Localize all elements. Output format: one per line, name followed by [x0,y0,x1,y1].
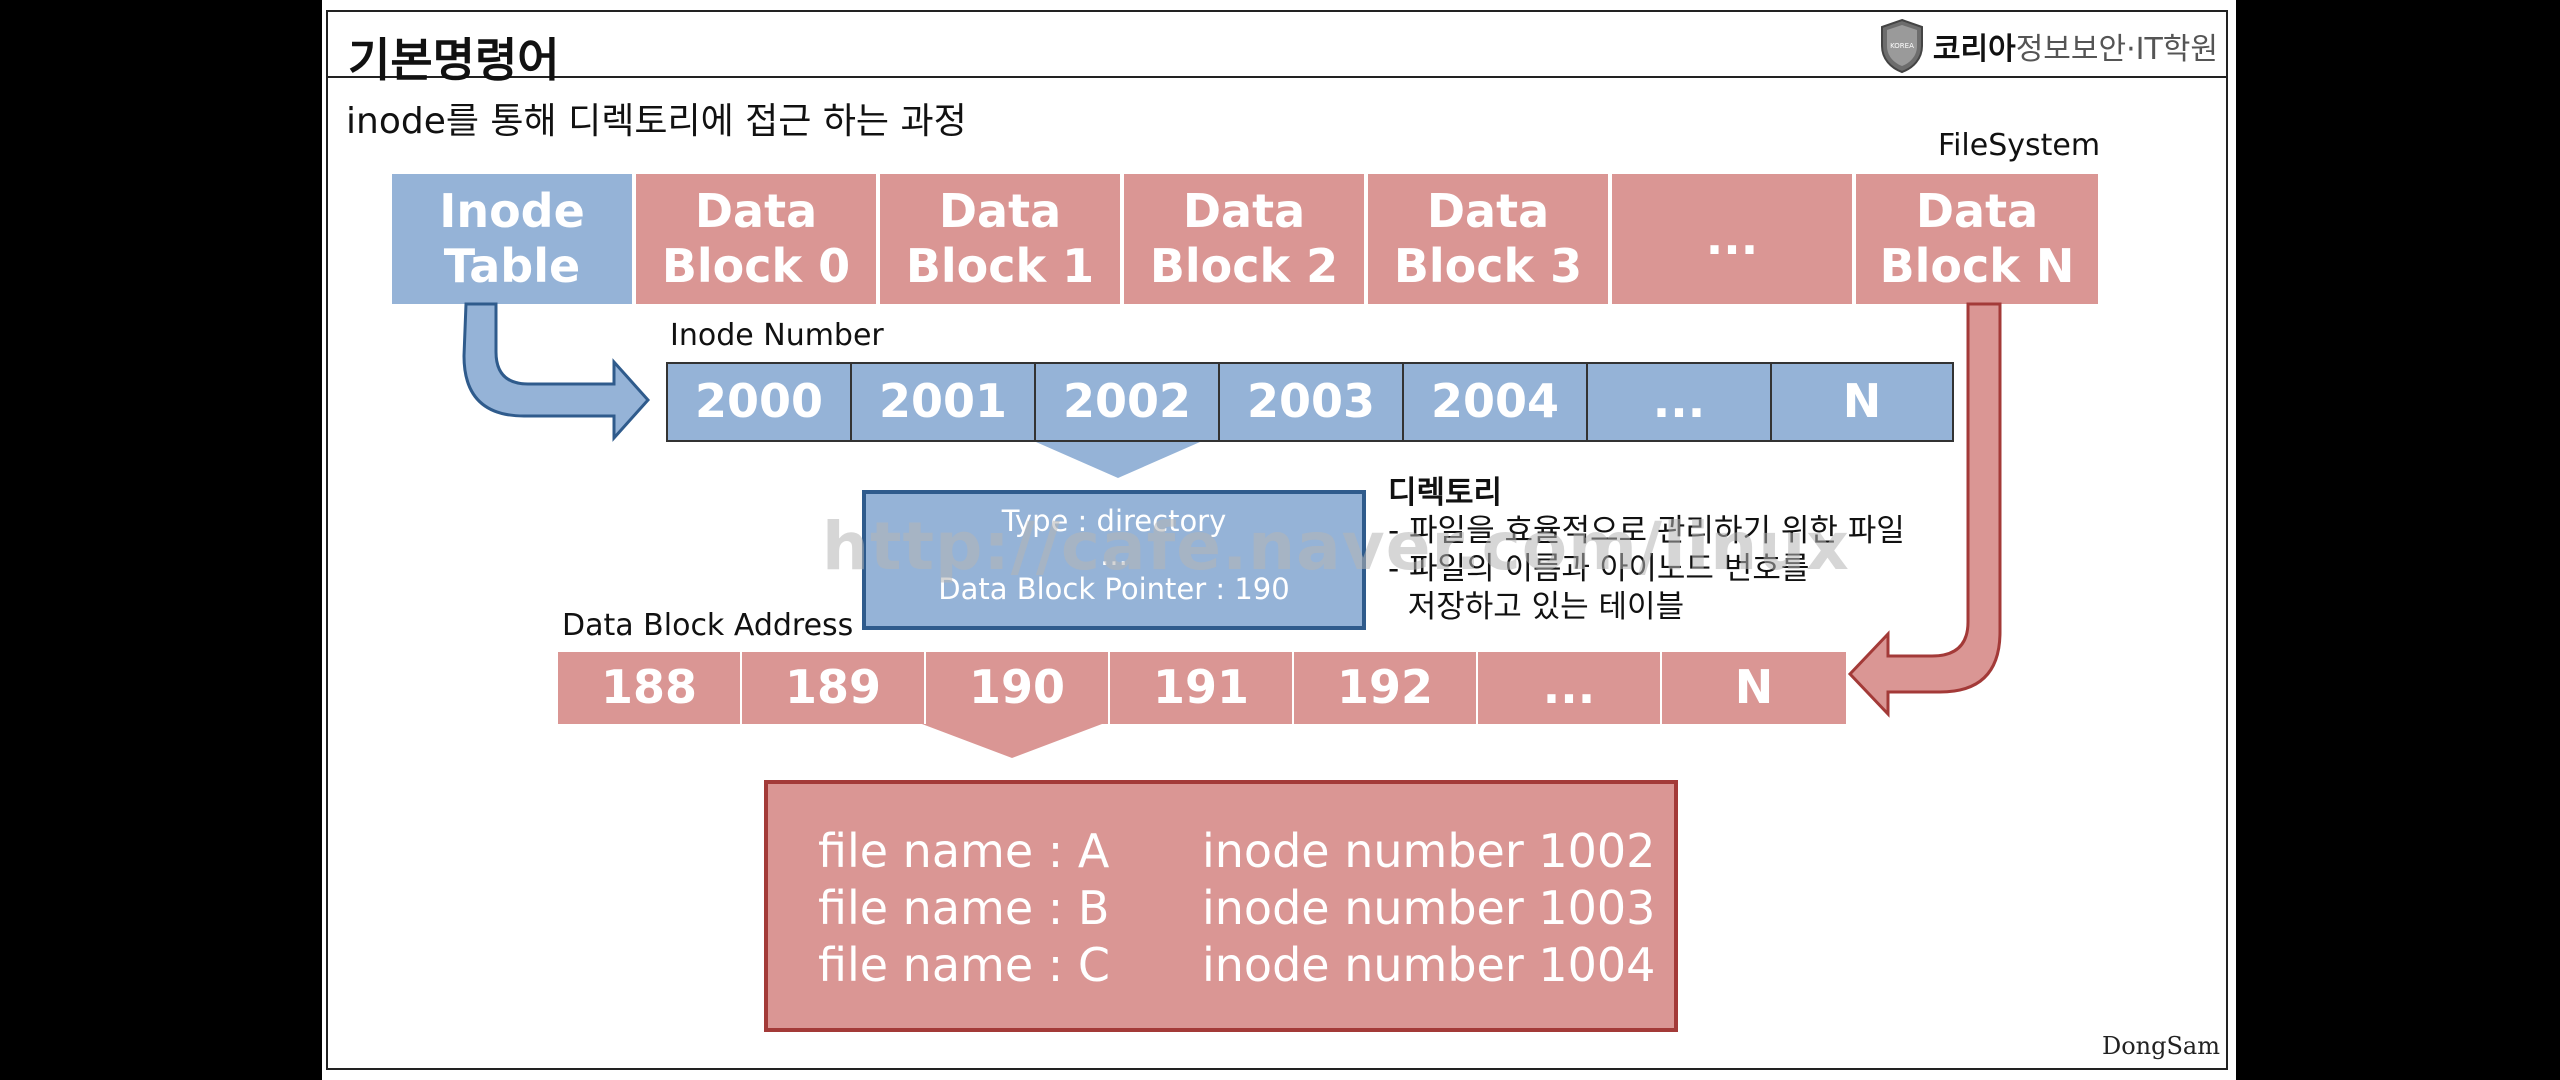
pointer-triangle-2002 [1036,442,1200,478]
directory-description: 디렉토리 - 파일을 효율적으로 관리하기 위한 파일 - 파일의 이름과 아이… [1388,474,1905,626]
address-cell: ... [1478,652,1662,724]
cell-label: ... [1705,211,1759,266]
directory-entries-box: file name : A inode number 1002 file nam… [764,780,1678,1032]
inode-number-cell: N [1770,362,1954,442]
page-title: 기본명령어 [348,33,560,87]
data-block-cell: Data Block 1 [880,174,1120,304]
directory-entry: file name : C inode number 1004 [768,938,1674,995]
inode-type: Type : directory [1001,504,1227,538]
entry-inode-number: inode number 1003 [1202,881,1656,935]
data-block-cell: ... [1612,174,1852,304]
pointer-triangle-190 [922,724,1102,758]
inode-number-cell: 2002 [1034,362,1218,442]
entry-inode-number: inode number 1004 [1202,938,1656,992]
description-line: - 파일을 효율적으로 관리하기 위한 파일 [1388,513,1905,549]
inode-number-cell: 2004 [1402,362,1586,442]
address-cell: 188 [558,652,742,724]
inode-number-label: Inode Number [670,318,884,353]
entry-file-name: file name : C [818,938,1110,992]
flow-arrows [462,302,2002,758]
directory-inode-box: Type : directory ... Data Block Pointer … [862,490,1366,630]
cell-label: Data Block N [1879,183,2075,293]
cell-label: Data Block 2 [1149,183,1339,293]
inode-table-cell: Inode Table [392,174,632,304]
address-cell: 189 [742,652,926,724]
inode-number-cell: ... [1586,362,1770,442]
description-line: - 파일의 이름과 아이노드 번호를 [1388,551,1810,587]
directory-entry: file name : B inode number 1003 [768,881,1674,938]
author-signature: DongSam [2101,1032,2220,1060]
data-block-cell: Data Block 2 [1124,174,1364,304]
logo-text-bold: 코리아 [1932,32,2016,67]
data-block-pointer: Data Block Pointer : 190 [938,572,1290,606]
directory-entry: file name : A inode number 1002 [768,824,1674,881]
watermark: http://cafe.naver.com/linux [822,508,1850,585]
description-heading: 디렉토리 [1388,475,1503,511]
data-block-cell: Data Block 0 [636,174,876,304]
cell-label: Inode Table [439,183,585,293]
data-block-n-arrow [1847,302,2002,718]
inode-number-cell: 2003 [1218,362,1402,442]
address-cell: 191 [1110,652,1294,724]
subtitle: inode를 통해 디렉토리에 접근 하는 과정 [346,101,967,142]
address-cell: N [1662,652,1846,724]
data-block-cell: Data Block N [1856,174,2098,304]
svg-text:KOREA: KOREA [1890,42,1914,50]
entry-inode-number: inode number 1002 [1202,824,1656,878]
address-cell: 192 [1294,652,1478,724]
logo-text: 정보보안·IT학원 [2015,32,2218,67]
inode-table-arrow [462,302,651,442]
data-block-address-label: Data Block Address [562,608,854,643]
filesystem-label: FileSystem [1938,128,2101,163]
inode-number-cell: 2000 [666,362,850,442]
cell-label: Data Block 3 [1393,183,1583,293]
address-cell: 190 [926,652,1110,724]
data-block-cell: Data Block 3 [1368,174,1608,304]
shield-icon: KOREA [1880,18,1923,74]
cell-label: Data Block 1 [905,183,1095,293]
description-line: 저장하고 있는 테이블 [1388,589,1685,625]
inode-ellipsis: ... [1100,538,1128,572]
cell-label: Data Block 0 [661,183,851,293]
inode-number-cell: 2001 [850,362,1034,442]
entry-file-name: file name : B [818,881,1110,935]
entry-file-name: file name : A [818,824,1110,878]
